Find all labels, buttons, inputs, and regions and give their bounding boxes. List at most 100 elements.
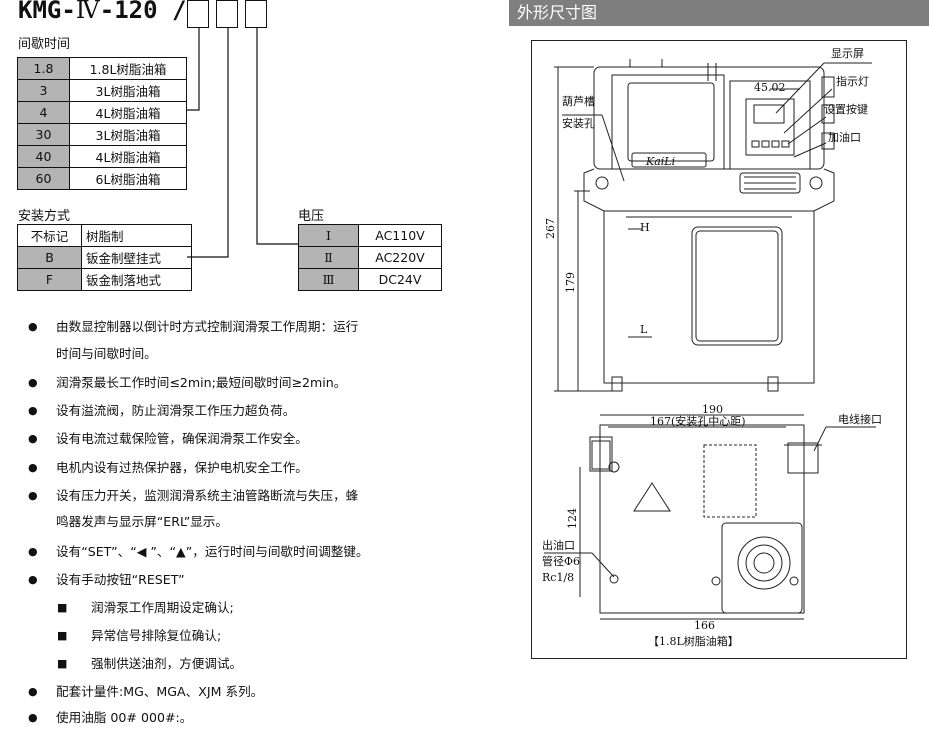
dim-166: 166 [694, 619, 715, 632]
bullet-icon: ● [28, 711, 38, 724]
install-code: B [17, 246, 82, 269]
label-display: 显示屏 [831, 47, 864, 60]
label-power-port: 电线接口 [838, 412, 882, 426]
model-code: KMG-Ⅳ-120 / [18, 0, 186, 24]
warning-triangle [633, 482, 671, 512]
connector-interval [187, 28, 200, 111]
label-gourd-slot: 葫芦槽 [562, 95, 595, 108]
feature-text: 使用油脂 00# 000#:。 [56, 710, 193, 725]
interval-code: 1.8 [17, 57, 70, 80]
display-window [627, 82, 715, 162]
interval-code: 40 [17, 145, 70, 168]
level-low: L [640, 323, 648, 336]
voltage-code: Ⅰ [298, 224, 359, 247]
interval-code: 3 [17, 79, 70, 102]
feature-text: 时间与间歇时间。 [56, 346, 157, 361]
square-bullet-icon: ■ [57, 601, 68, 614]
feature-text: 润滑泵最长工作时间≤2min;最短间歇时间≥2min。 [56, 375, 347, 390]
housing-inner [611, 74, 725, 170]
feature-text: 设有电流过载保险管，确保润滑泵工作安全。 [56, 431, 308, 446]
feature-text: 设有手动按钮“RESET” [56, 572, 185, 587]
feature-text: 鸣器发声与显示屏“ERL”显示。 [56, 514, 228, 529]
bullet-icon: ● [28, 545, 38, 558]
feature-text: 由数显控制器以倒计时方式控制润滑泵工作周期：运行 [56, 319, 359, 334]
bullet-icon: ● [28, 432, 38, 445]
dim-267: 267 [544, 218, 557, 239]
voltage-code: Ⅲ [298, 268, 359, 291]
interval-desc: 1.8L树脂油箱 [69, 57, 187, 80]
drawing-labels: 显示屏 指示灯 设置按键 加油口 葫芦槽 安装孔 45.02 KaiLi H L… [542, 47, 882, 648]
dimension-drawing: 显示屏 指示灯 设置按键 加油口 葫芦槽 安装孔 45.02 KaiLi H L… [531, 40, 907, 659]
voltage-desc: AC220V [358, 246, 442, 269]
dim-179: 179 [564, 272, 577, 293]
label-outlet-1: 出油口 [542, 538, 575, 552]
label-setting-key: 设置按键 [824, 102, 868, 116]
interval-code: 4 [17, 101, 70, 124]
technical-drawing: 显示屏 指示灯 设置按键 加油口 葫芦槽 安装孔 45.02 KaiLi H L… [542, 47, 882, 648]
install-desc: 钣金制壁挂式 [81, 246, 192, 269]
interval-desc: 4L树脂油箱 [69, 145, 187, 168]
bullet-icon: ● [28, 489, 38, 502]
dim-167: 167(安装孔中心距) [650, 414, 746, 428]
interval-code: 30 [17, 123, 70, 146]
table-row: 不标记树脂制 [17, 224, 192, 247]
bullet-icon: ● [28, 685, 38, 698]
model-prefix: KMG- [18, 0, 76, 24]
bullet-icon: ● [28, 573, 38, 586]
interval-code: 60 [17, 167, 70, 190]
feature-text: 异常信号排除复位确认; [91, 628, 222, 643]
feature-text: 设有压力开关，监测润滑系统主油管路断流与失压，蜂 [56, 488, 359, 503]
label-indicator: 指示灯 [836, 74, 869, 88]
interval-title: 间歇时间 [18, 37, 71, 52]
feature-text: 电机内设有过热保护器，保护电机安全工作。 [56, 460, 308, 475]
control-panel [745, 98, 795, 156]
feature-text: 设有溢流阀，防止润滑泵工作压力超负荷。 [56, 403, 296, 418]
interval-desc: 3L树脂油箱 [69, 79, 187, 102]
bullet-icon: ● [28, 376, 38, 389]
voltage-desc: AC110V [358, 224, 442, 247]
install-title: 安装方式 [18, 209, 71, 224]
section-header: 外形尺寸图 [509, 0, 929, 26]
interval-desc: 6L树脂油箱 [69, 167, 187, 190]
interval-desc: 3L树脂油箱 [69, 123, 187, 146]
code-box-install [216, 0, 238, 28]
model-roman: Ⅳ [75, 0, 100, 24]
install-code: F [17, 268, 82, 291]
code-box-interval [187, 0, 209, 28]
feature-text: 强制供送油剂，方便调试。 [91, 656, 243, 671]
dim-190: 190 [702, 403, 723, 416]
interval-desc: 4L树脂油箱 [69, 101, 187, 124]
install-code: 不标记 [17, 224, 82, 247]
voltage-desc: DC24V [358, 268, 442, 291]
drawing-caption: 【1.8L树脂油箱】 [648, 634, 739, 648]
level-high: H [640, 221, 650, 234]
dim-124: 124 [566, 508, 579, 529]
install-desc: 钣金制落地式 [81, 268, 192, 291]
bullet-icon: ● [28, 461, 38, 474]
feature-text: 润滑泵工作周期设定确认; [91, 600, 234, 615]
code-box-voltage [245, 0, 267, 28]
square-bullet-icon: ■ [57, 629, 68, 642]
dim-45: 45.02 [754, 81, 786, 94]
connector-install [187, 28, 229, 258]
label-outlet-3: Rc1/8 [542, 571, 574, 584]
label-gourd-slot-2: 安装孔 [562, 116, 595, 130]
square-bullet-icon: ■ [57, 657, 68, 670]
voltage-code: Ⅱ [298, 246, 359, 269]
label-outlet-2: 管径Φ6 [542, 554, 580, 568]
voltage-title: 电压 [298, 209, 325, 224]
install-desc: 树脂制 [81, 224, 192, 247]
label-oil-fill: 加油口 [828, 130, 861, 144]
